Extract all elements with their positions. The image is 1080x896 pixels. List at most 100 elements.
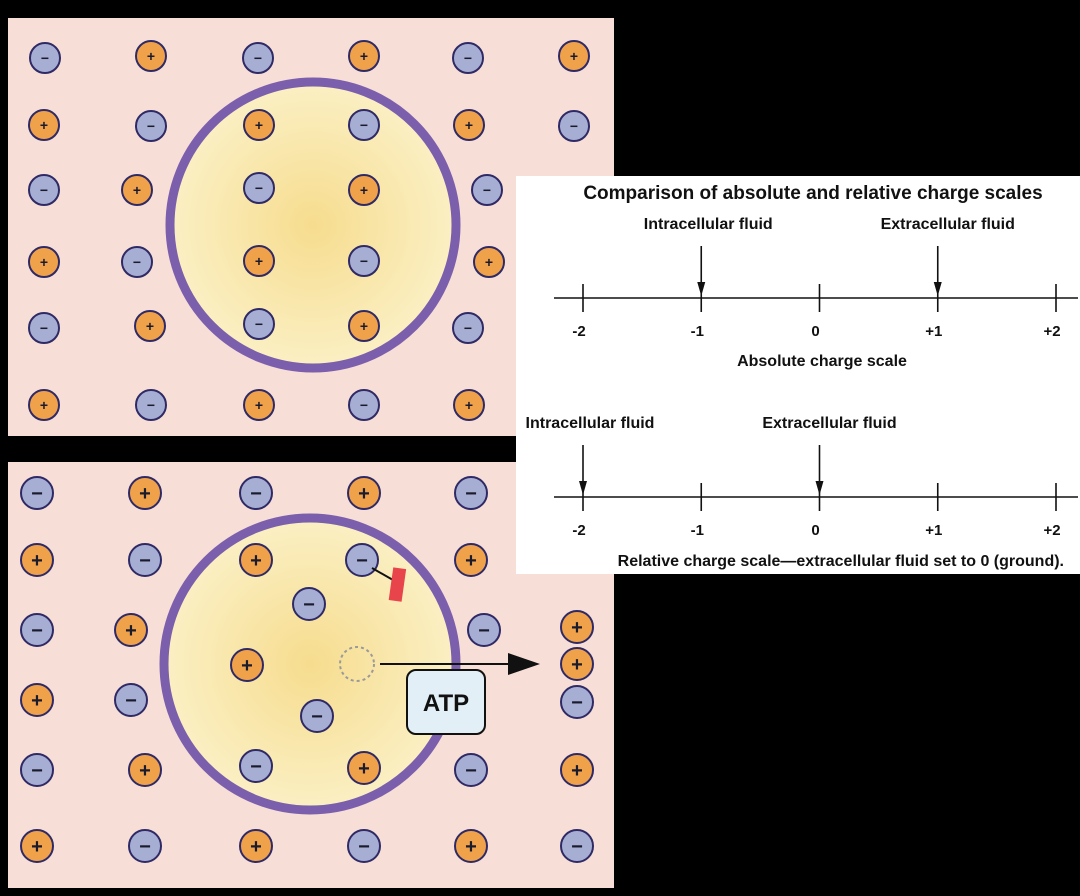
svg-text:−: − xyxy=(478,620,490,642)
svg-text:+: + xyxy=(125,620,137,642)
svg-text:−: − xyxy=(465,483,477,505)
relative-scale-caption: Relative charge scale—extracellular flui… xyxy=(618,553,1064,570)
cation-icon: + xyxy=(230,648,264,682)
cation-icon: + xyxy=(134,310,166,342)
anion-icon: − xyxy=(454,476,488,510)
cation-icon: + xyxy=(347,751,381,785)
anion-icon: − xyxy=(560,685,594,719)
svg-text:−: − xyxy=(465,760,477,782)
marker-arrow-icon xyxy=(579,481,587,495)
svg-text:−: − xyxy=(360,253,368,269)
cation-icon: + xyxy=(28,109,60,141)
svg-text:−: − xyxy=(255,316,263,332)
marker-arrow-icon xyxy=(697,282,706,296)
anion-icon: − xyxy=(345,543,379,577)
absolute-marker: Intracellular fluid xyxy=(644,216,773,296)
scales-title: Comparison of absolute and relative char… xyxy=(583,183,1042,204)
anion-icon: − xyxy=(347,829,381,863)
charge-scales-panel: Comparison of absolute and relative char… xyxy=(516,176,1080,574)
cation-icon: + xyxy=(128,476,162,510)
cation-icon: + xyxy=(128,753,162,787)
pump-cell-panel: −+−+−+−+−+−−+−++++−−−−+−+−++−+−+− ATP xyxy=(8,462,614,888)
cation-icon: + xyxy=(121,174,153,206)
svg-text:−: − xyxy=(40,320,48,336)
svg-text:+: + xyxy=(465,397,473,413)
svg-text:−: − xyxy=(250,756,262,778)
svg-text:+: + xyxy=(465,836,477,858)
svg-text:−: − xyxy=(303,594,315,616)
svg-text:+: + xyxy=(570,48,578,64)
anion-icon: − xyxy=(135,110,167,142)
anion-icon: − xyxy=(28,174,60,206)
anion-icon: − xyxy=(292,587,326,621)
resting-cell-panel: −+−+−++−+−+−−+−+−+−+−+−+−+−+−+−+ xyxy=(8,18,614,436)
anion-icon: − xyxy=(452,42,484,74)
svg-text:+: + xyxy=(360,48,368,64)
svg-text:−: − xyxy=(139,550,151,572)
cation-icon: + xyxy=(560,647,594,681)
cation-icon: + xyxy=(28,246,60,278)
svg-text:−: − xyxy=(358,836,370,858)
anion-icon: − xyxy=(467,613,501,647)
cation-icon: + xyxy=(453,389,485,421)
relative-marker: Extracellular fluid xyxy=(762,415,897,495)
svg-text:+: + xyxy=(133,182,141,198)
svg-text:−: − xyxy=(40,182,48,198)
cation-icon: + xyxy=(243,245,275,277)
anion-icon: − xyxy=(348,389,380,421)
departing-ion-outline-icon xyxy=(339,646,375,682)
cation-icon: + xyxy=(348,310,380,342)
anion-icon: − xyxy=(348,109,380,141)
anion-icon: − xyxy=(20,753,54,787)
cation-icon: + xyxy=(243,109,275,141)
atp-pump-icon: ATP xyxy=(406,669,486,735)
cation-icon: + xyxy=(243,389,275,421)
svg-text:+: + xyxy=(465,117,473,133)
svg-text:−: − xyxy=(255,180,263,196)
relative-marker: Intracellular fluid xyxy=(526,415,655,495)
relative-tick-label: 0 xyxy=(811,522,819,539)
svg-text:−: − xyxy=(570,118,578,134)
cation-icon: + xyxy=(348,174,380,206)
svg-text:−: − xyxy=(125,690,137,712)
anion-icon: − xyxy=(128,543,162,577)
svg-text:+: + xyxy=(147,48,155,64)
cation-icon: + xyxy=(20,829,54,863)
svg-text:+: + xyxy=(255,397,263,413)
svg-text:−: − xyxy=(139,836,151,858)
cation-icon: + xyxy=(239,829,273,863)
anion-icon: − xyxy=(239,476,273,510)
svg-text:+: + xyxy=(360,182,368,198)
cation-icon: + xyxy=(114,613,148,647)
relative-marker-label: Intracellular fluid xyxy=(526,415,655,432)
anion-icon: − xyxy=(558,110,590,142)
svg-text:+: + xyxy=(255,253,263,269)
svg-text:−: − xyxy=(360,117,368,133)
svg-text:+: + xyxy=(31,836,43,858)
svg-text:+: + xyxy=(571,654,583,676)
anion-icon: − xyxy=(348,245,380,277)
channel-tether xyxy=(371,567,394,581)
anion-icon: − xyxy=(29,42,61,74)
cation-icon: + xyxy=(239,543,273,577)
cation-icon: + xyxy=(454,829,488,863)
svg-text:−: − xyxy=(311,706,323,728)
anion-icon: − xyxy=(243,172,275,204)
anion-icon: − xyxy=(452,312,484,344)
svg-text:−: − xyxy=(483,182,491,198)
svg-text:−: − xyxy=(31,483,43,505)
anion-icon: − xyxy=(121,246,153,278)
anion-icon: − xyxy=(114,683,148,717)
svg-text:−: − xyxy=(356,550,368,572)
svg-text:+: + xyxy=(255,117,263,133)
ions-top: −+−+−++−+−+−−+−+−+−+−+−+−+−+−+−+ xyxy=(28,40,590,421)
cation-icon: + xyxy=(20,543,54,577)
absolute-marker-label: Intracellular fluid xyxy=(644,216,773,233)
cation-icon: + xyxy=(453,109,485,141)
ion-channel-icon xyxy=(388,567,407,602)
svg-text:+: + xyxy=(139,483,151,505)
svg-text:+: + xyxy=(40,117,48,133)
